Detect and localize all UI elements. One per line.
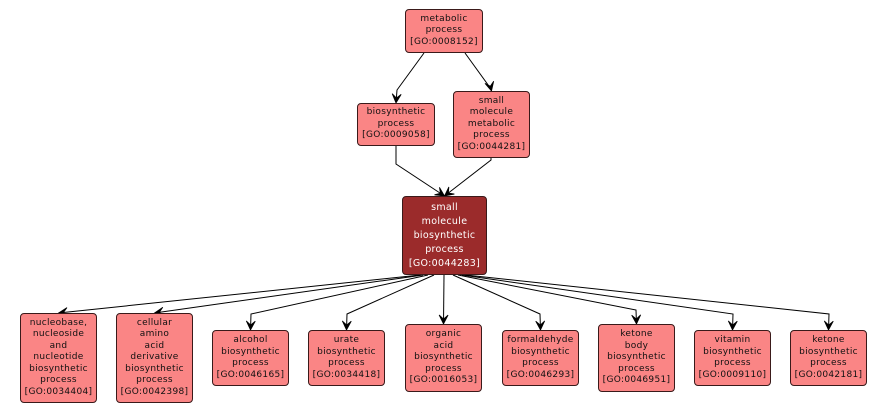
go-term-label-line: biosynthetic bbox=[511, 346, 570, 357]
go-term-label-line: organic bbox=[425, 329, 462, 340]
go-term-label-line: derivative bbox=[130, 352, 179, 363]
go-term-label-line: ketone bbox=[812, 335, 845, 345]
go-term-label-line: biosynthetic bbox=[221, 346, 280, 357]
go-term-label-line: process bbox=[714, 358, 751, 368]
edge-go-0044283-to-go-0046951 bbox=[457, 274, 637, 325]
edge-go-0009058-to-go-0044283 bbox=[395, 146, 445, 197]
go-term-label-line: acid bbox=[433, 340, 454, 351]
go-term-label-line: process bbox=[618, 363, 655, 374]
go-term-label-line: process bbox=[425, 25, 463, 36]
go-term-label-line: metabolic bbox=[467, 118, 516, 129]
go-term-label-line: process bbox=[522, 358, 559, 368]
go-term-id: [GO:0009110] bbox=[698, 369, 767, 380]
go-term-label-line: nucleobase, bbox=[29, 317, 88, 328]
go-term-id: [GO:0042398] bbox=[120, 386, 189, 397]
arrowhead-icon bbox=[341, 320, 352, 331]
go-node-go-0044283[interactable]: small molecule biosynthetic process [GO:0044… bbox=[402, 196, 487, 275]
go-term-label-line: formaldehyde bbox=[507, 335, 574, 345]
arrowhead-icon bbox=[434, 187, 446, 197]
go-term-label-line: acid bbox=[144, 340, 165, 351]
arrowhead-icon bbox=[535, 320, 546, 331]
go-term-label-line: biosynthetic bbox=[413, 229, 476, 241]
edge-go-0044283-to-go-0016053 bbox=[443, 274, 445, 325]
go-term-label-line: process bbox=[136, 375, 173, 386]
arrowhead-icon bbox=[443, 186, 455, 197]
arrowhead-icon bbox=[631, 314, 642, 325]
go-term-label-line: process bbox=[40, 375, 77, 386]
go-term-label-line: biosynthetic bbox=[607, 352, 666, 363]
go-term-label-line: urate bbox=[333, 335, 360, 345]
go-term-id: [GO:0044283] bbox=[408, 257, 481, 269]
go-term-id: [GO:0009058] bbox=[362, 130, 430, 141]
go-term-id: [GO:0034418] bbox=[312, 369, 381, 380]
go-term-label-line: process bbox=[328, 358, 365, 368]
go-term-id: [GO:0008152] bbox=[410, 36, 478, 47]
go-term-label-line: and bbox=[49, 340, 68, 351]
go-term-label-line: molecule bbox=[469, 107, 514, 118]
edge-go-0044281-to-go-0044283 bbox=[444, 158, 492, 197]
go-term-label-line: biosynthetic bbox=[366, 107, 426, 118]
go-term-id: [GO:0046951] bbox=[602, 375, 671, 386]
arrowhead-icon bbox=[484, 80, 495, 92]
go-term-id: [GO:0016053] bbox=[409, 375, 478, 386]
go-term-label-line: small bbox=[431, 201, 458, 213]
go-term-label-line: process bbox=[425, 243, 464, 255]
edge-go-0044283-to-go-0042398 bbox=[154, 274, 424, 314]
go-term-label-line: vitamin bbox=[714, 335, 751, 345]
go-term-label-line: nucleotide bbox=[33, 352, 84, 363]
go-term-label-line: body bbox=[624, 340, 649, 351]
edge-go-0044283-to-go-0046293 bbox=[452, 274, 541, 331]
go-term-label-line: biosynthetic bbox=[414, 352, 473, 363]
go-term-label-line: nucleoside bbox=[32, 329, 85, 340]
arrowhead-icon bbox=[727, 320, 738, 331]
go-term-label-line: process bbox=[473, 130, 510, 141]
go-term-label-line: small bbox=[478, 95, 505, 106]
go-term-label-line: biosynthetic bbox=[703, 346, 762, 357]
go-term-label-line: molecule bbox=[421, 215, 468, 227]
go-term-label-line: cellular bbox=[136, 317, 173, 328]
go-term-id: [GO:0046165] bbox=[216, 369, 285, 380]
go-term-id: [GO:0034404] bbox=[24, 386, 93, 397]
go-term-label-line: biosynthetic bbox=[317, 346, 376, 357]
arrowhead-icon bbox=[823, 320, 834, 331]
edge-go-0044283-to-go-0034404 bbox=[58, 274, 421, 314]
go-term-label-line: biosynthetic bbox=[799, 346, 858, 357]
go-term-label-line: biosynthetic bbox=[29, 363, 88, 374]
go-term-label-line: amino bbox=[139, 329, 170, 340]
arrowhead-icon bbox=[438, 314, 449, 325]
go-term-label-line: ketone bbox=[620, 329, 653, 340]
arrowhead-icon bbox=[245, 320, 256, 331]
go-term-label-line: process bbox=[810, 358, 847, 368]
arrowhead-icon bbox=[391, 93, 402, 104]
go-term-label-line: biosynthetic bbox=[125, 363, 184, 374]
go-term-label-line: process bbox=[425, 363, 462, 374]
go-term-label-line: process bbox=[232, 358, 269, 368]
go-term-label-line: alcohol bbox=[233, 335, 268, 345]
go-term-id: [GO:0042181] bbox=[794, 369, 863, 380]
go-term-id: [GO:0046293] bbox=[506, 369, 575, 380]
go-term-label-line: metabolic bbox=[420, 13, 468, 24]
go-term-id: [GO:0044281] bbox=[457, 141, 526, 152]
go-term-label-line: process bbox=[377, 118, 415, 129]
